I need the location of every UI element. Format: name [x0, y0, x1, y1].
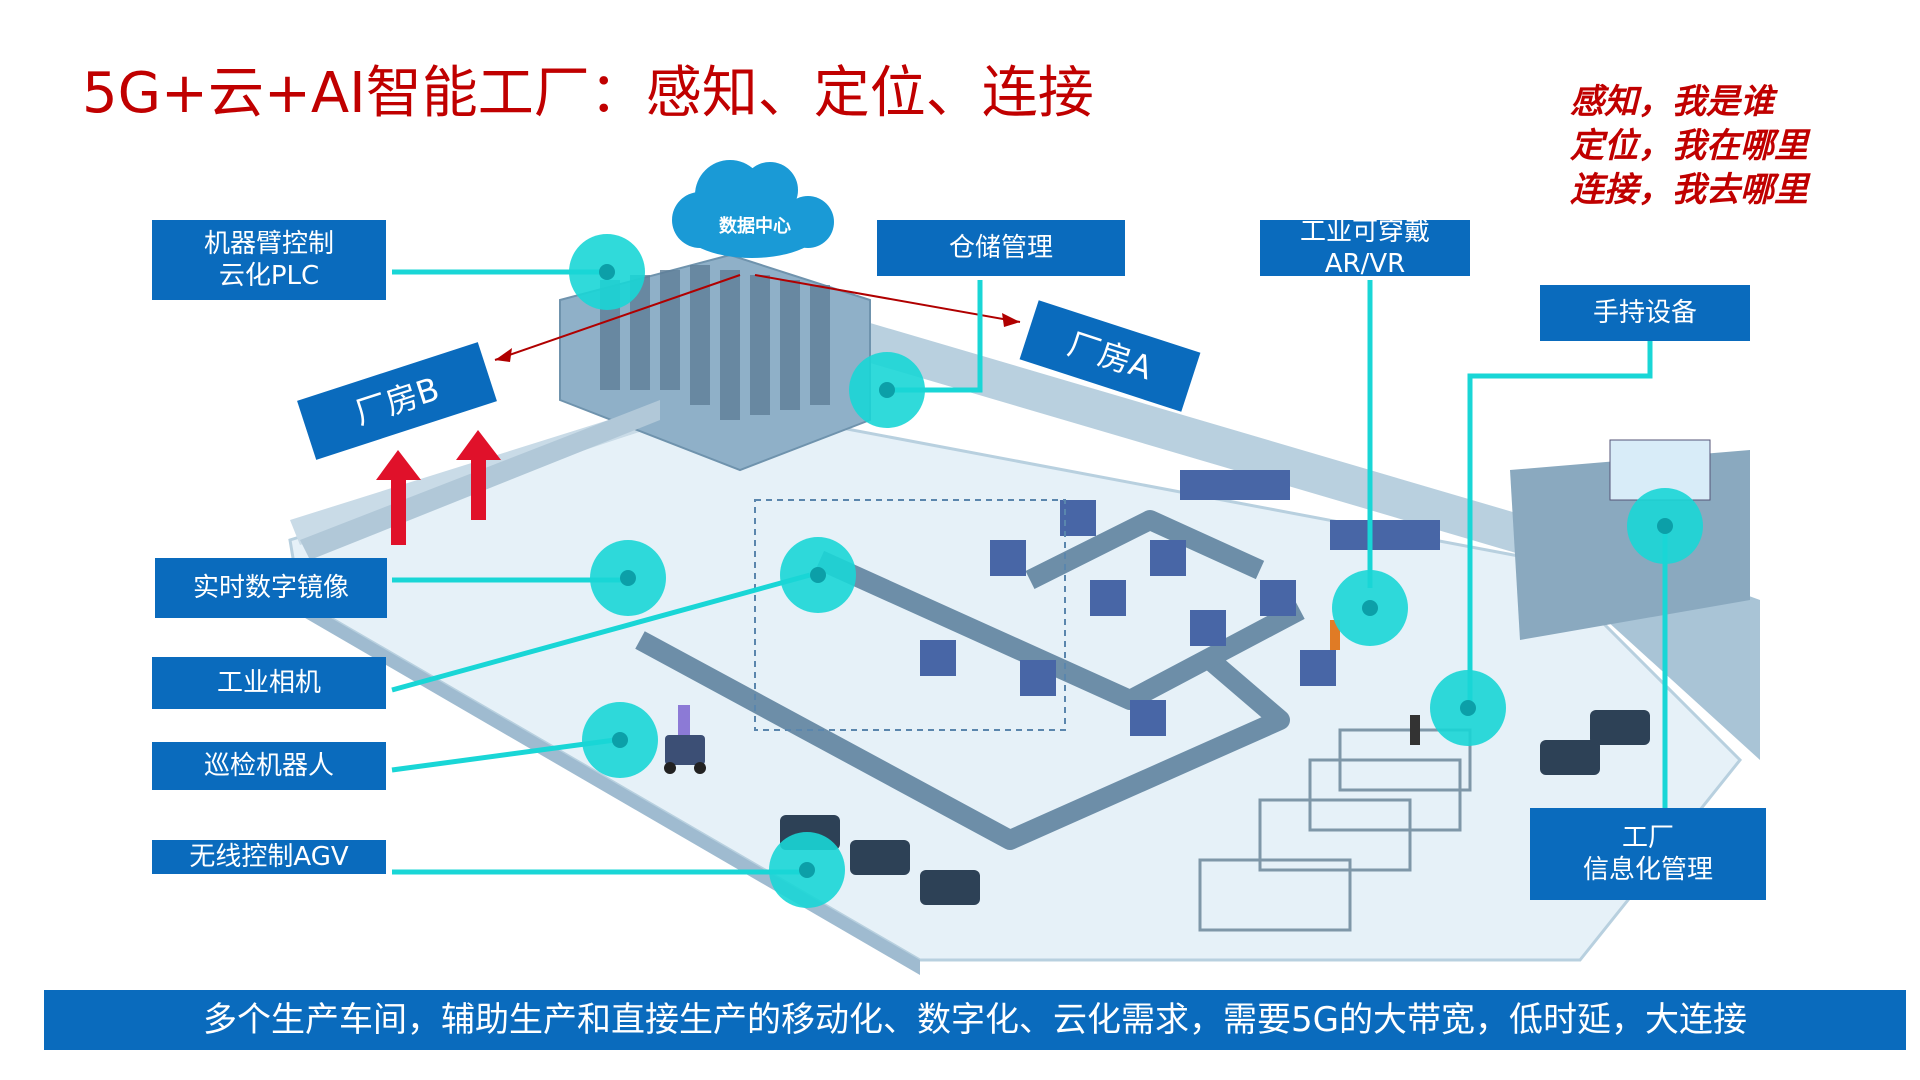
label-factory-info: 工厂 信息化管理 — [1530, 808, 1766, 900]
worker-handheld — [1410, 715, 1420, 745]
label-factory-info-line2: 信息化管理 — [1582, 855, 1713, 885]
label-factory-info-line1: 工厂 — [1621, 823, 1674, 853]
connector-node-dots — [599, 264, 1673, 878]
inspection-robot — [664, 705, 706, 774]
label-digital-twin-text: 实时数字镜像 — [192, 573, 349, 603]
tagline-perception: 感知，我是谁 — [1570, 82, 1774, 122]
equipment-racks — [920, 470, 1440, 736]
up-arrow-2 — [456, 430, 501, 520]
label-camera: 工业相机 — [152, 657, 386, 709]
label-plc-line1: 机器臂控制 — [203, 229, 334, 259]
label-arvr-line2: AR/VR — [1324, 249, 1406, 279]
label-plc-line2: 云化PLC — [218, 261, 320, 291]
cloud-icon — [672, 160, 834, 258]
label-agv: 无线控制AGV — [152, 840, 386, 874]
datacenter-links — [494, 274, 1021, 361]
label-arvr: 工业可穿戴 AR/VR — [1260, 217, 1470, 279]
label-handheld: 手持设备 — [1540, 285, 1750, 341]
label-agv-text: 无线控制AGV — [189, 842, 349, 872]
page-title: 5G+云+AI智能工厂：感知、定位、连接 — [82, 61, 1094, 126]
front-wall — [300, 600, 920, 975]
label-warehouse-text: 仓储管理 — [948, 233, 1053, 263]
bottom-banner: 多个生产车间，辅助生产和直接生产的移动化、数字化、云化需求，需要5G的大带宽，低… — [44, 990, 1906, 1050]
worker-figure — [1330, 620, 1340, 650]
camera-coverage-zone — [754, 499, 1066, 731]
label-digital-twin: 实时数字镜像 — [155, 558, 387, 618]
label-plc: 机器臂控制 云化PLC — [152, 220, 386, 300]
tagline-connection: 连接，我去哪里 — [1570, 170, 1808, 210]
label-handheld-text: 手持设备 — [1592, 298, 1697, 328]
link-arrowhead-a — [1002, 313, 1020, 327]
link-arrowhead-b — [495, 348, 512, 362]
tagline-location: 定位，我在哪里 — [1570, 126, 1808, 166]
workstations — [1198, 728, 1472, 932]
cloud-label: 数据中心 — [719, 216, 791, 237]
label-camera-text: 工业相机 — [216, 668, 321, 698]
label-inspection-robot-text: 巡检机器人 — [203, 751, 334, 781]
label-warehouse: 仓储管理 — [877, 220, 1125, 276]
label-arvr-line1: 工业可穿戴 — [1299, 217, 1430, 247]
tagline-group: 感知，我是谁 定位，我在哪里 连接，我去哪里 — [1570, 80, 1890, 212]
label-inspection-robot: 巡检机器人 — [152, 742, 386, 790]
up-arrow-1 — [376, 450, 421, 545]
